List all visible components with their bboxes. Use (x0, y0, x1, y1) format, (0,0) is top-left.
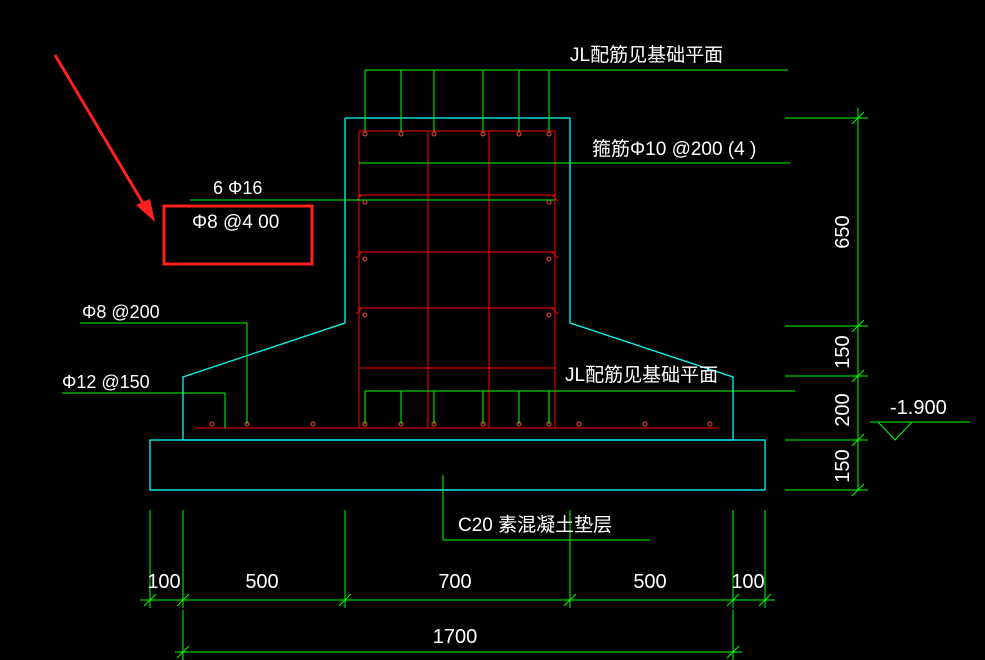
annotation-arrow-head (136, 199, 155, 222)
annotation-arrow-line (53, 54, 149, 211)
dim-100-a: 100 (147, 571, 180, 593)
reinforcement (195, 130, 718, 429)
annotation-box (162, 204, 314, 266)
leaders-and-dimensions (62, 69, 970, 660)
jl-top-label: JL配筋见基础平面 (570, 44, 723, 66)
phi8-200-label: Φ8 @200 (82, 302, 160, 322)
dim-700: 700 (438, 571, 471, 593)
highlight-annotation (53, 54, 314, 266)
tie-hooks (355, 194, 559, 315)
footing-outline (182, 117, 734, 441)
dim-500-b: 500 (633, 571, 666, 593)
concrete-outline (149, 117, 766, 491)
dim-650: 650 (832, 215, 854, 248)
dim-100-b: 100 (731, 571, 764, 593)
dim-1700: 1700 (433, 626, 478, 648)
stirrup-label: 箍筋Φ10 @200 (4 ) (592, 138, 756, 160)
elevation-label: -1.900 (890, 397, 947, 419)
c20-cushion-outline (149, 439, 766, 491)
dim-150-a: 150 (832, 335, 854, 368)
dim-500-a: 500 (245, 571, 278, 593)
dim-150-b: 150 (832, 449, 854, 482)
phi12-150-label: Φ12 @150 (62, 372, 150, 392)
stirrup-frame (358, 130, 556, 429)
dim-200: 200 (832, 393, 854, 426)
bars-6-label: 6 Φ16 (213, 178, 262, 198)
c20-cushion-label: C20 素混凝土垫层 (458, 514, 612, 536)
jl-mid-label: JL配筋见基础平面 (565, 364, 718, 386)
phi8-400-label: Φ8 @4 00 (192, 212, 279, 233)
